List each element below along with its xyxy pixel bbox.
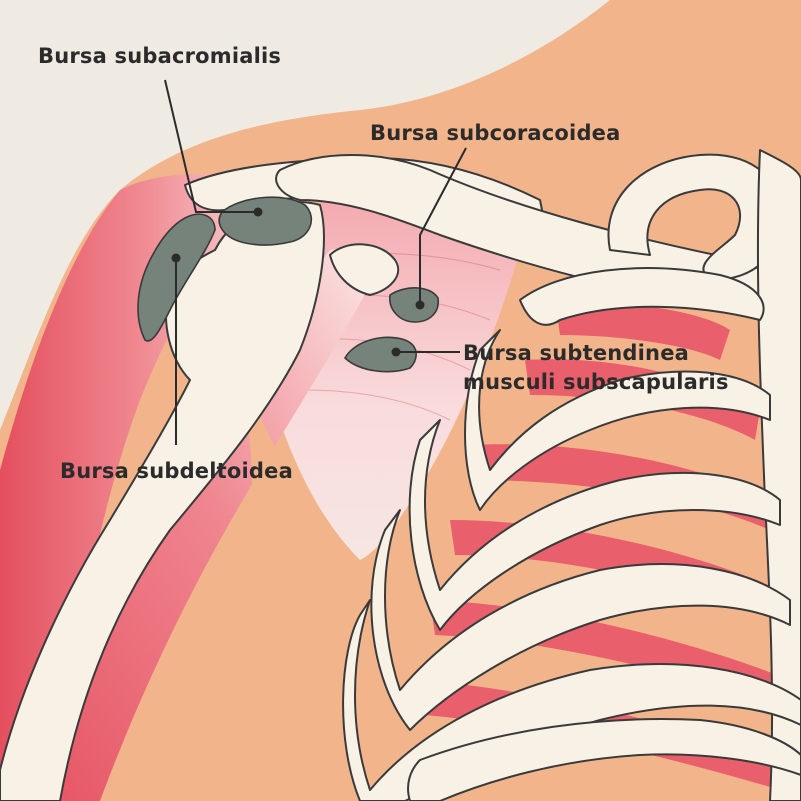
label-bursa-subtendinea-line2: musculi subscapularis [463,370,729,394]
humerus [0,201,325,801]
bursa-subcoracoidea-shape [389,287,440,323]
label-bursa-subdeltoidea: Bursa subdeltoidea [60,459,293,483]
label-bursa-subtendinea-line1: Bursa subtendinea [463,341,689,365]
bursa-subtendinea-shape [343,336,417,373]
leader-lines [164,79,467,445]
coracoid-process [329,243,400,296]
inner-arm [200,390,295,801]
label-bursa-subacromialis: Bursa subacromialis [38,44,281,68]
ribs [342,267,801,801]
bursa-subacromialis-shape [218,196,313,246]
biceps-muscle [10,249,371,801]
label-bursa-subcoracoidea: Bursa subcoracoidea [370,121,621,145]
